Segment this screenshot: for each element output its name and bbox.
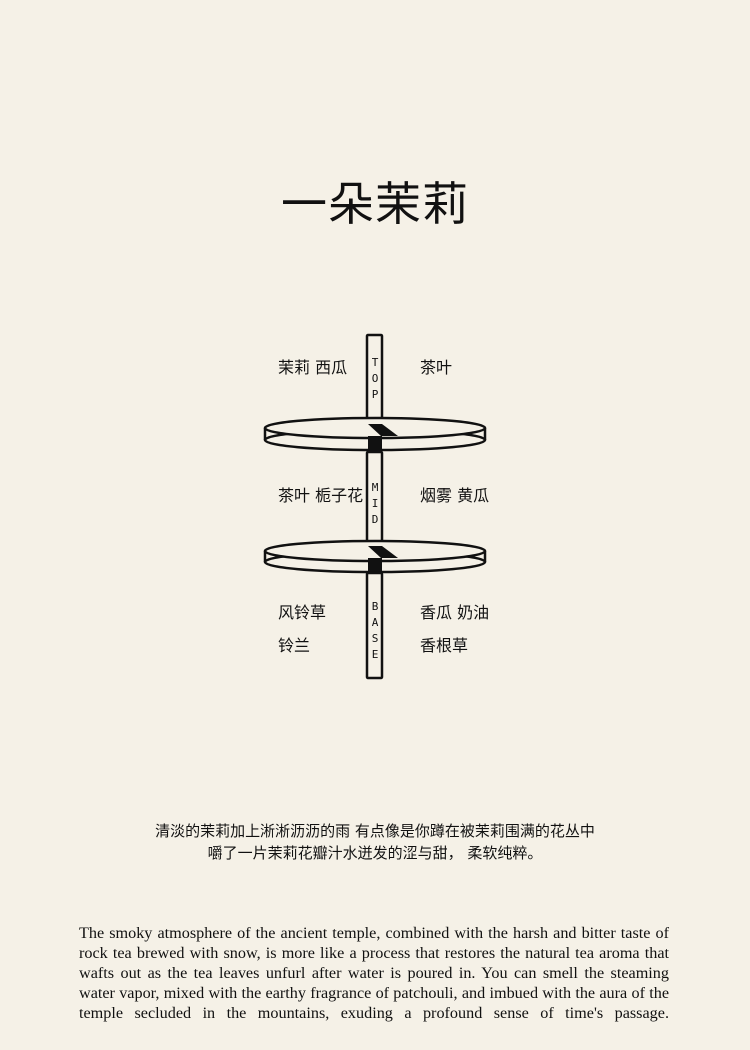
tier-label-mid-d: D: [371, 513, 379, 526]
disc-mid: [263, 539, 487, 574]
tier-label-top-t: T: [371, 356, 379, 369]
description-english: The smoky atmosphere of the ancient temp…: [79, 924, 669, 1022]
tier-label-mid-i: I: [371, 497, 379, 510]
mid-notes-right: 烟雾 黄瓜: [420, 486, 490, 505]
tier-label-mid-m: M: [371, 481, 379, 494]
tier-label-base-b: B: [371, 600, 379, 613]
description-chinese-line-2: 嚼了一片茉莉花瓣汁水迸发的涩与甜， 柔软纯粹。: [207, 844, 543, 862]
mid-notes-left: 茶叶 栀子花: [278, 486, 364, 505]
tier-label-top-o: O: [371, 372, 379, 385]
base-notes-right-2: 香根草: [420, 636, 469, 655]
base-notes-left-2: 铃兰: [278, 636, 311, 655]
tier-label-top-p: P: [371, 388, 379, 401]
base-notes-right-1: 香瓜 奶油: [420, 603, 490, 622]
description-chinese-line-1: 清淡的茉莉加上淅淅沥沥的雨 有点像是你蹲在被茉莉围满的花丛中: [155, 822, 595, 840]
top-notes-left: 茉莉 西瓜: [278, 358, 348, 377]
perfume-title: 一朵茉莉: [281, 177, 469, 231]
base-post: [365, 571, 384, 680]
tier-label-base-s: S: [371, 632, 379, 645]
base-notes-left-1: 风铃草: [278, 603, 327, 622]
tier-label-base-e: E: [371, 648, 379, 661]
disc-top: [263, 416, 487, 452]
description-chinese: 清淡的茉莉加上淅淅沥沥的雨 有点像是你蹲在被茉莉围满的花丛中 嚼了一片茉莉花瓣汁…: [0, 820, 750, 864]
top-notes-right: 茶叶: [420, 358, 453, 377]
tier-label-base-a: A: [371, 616, 379, 629]
